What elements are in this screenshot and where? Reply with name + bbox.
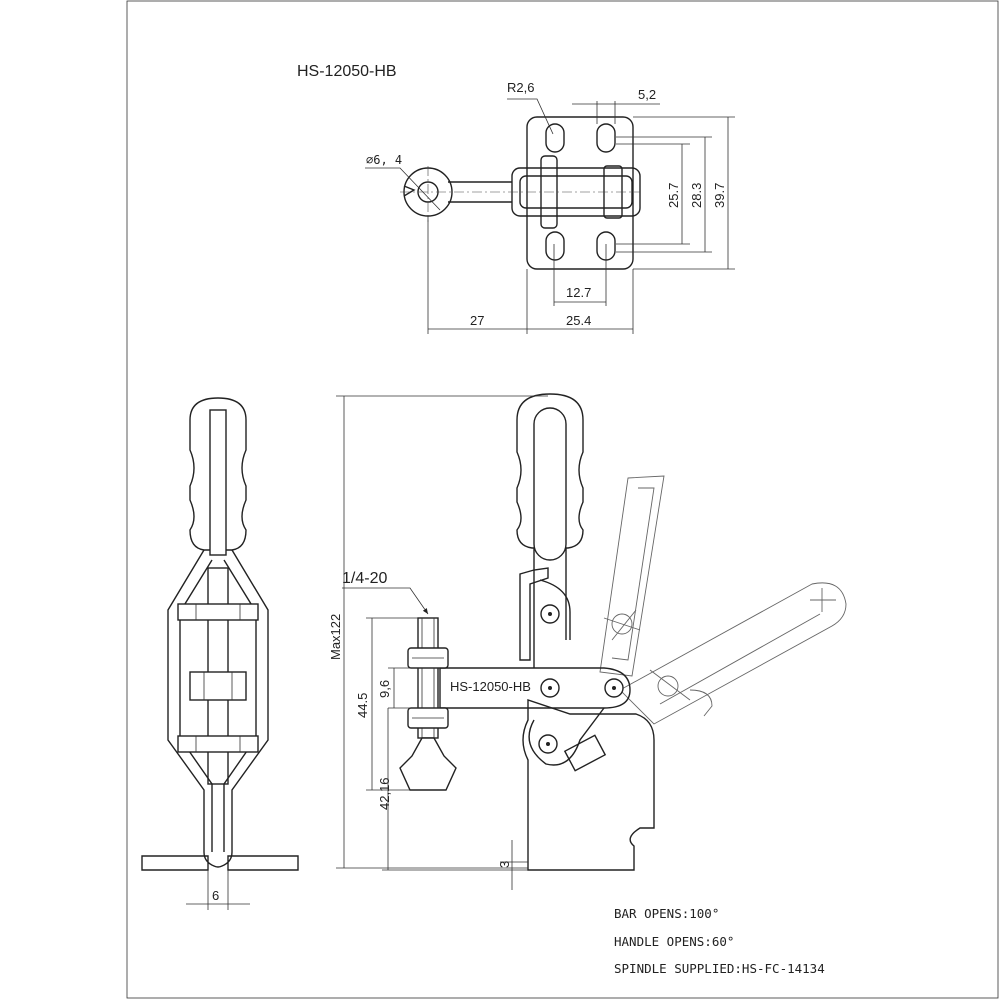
linkage-outer (167, 549, 269, 852)
pivot-pin-center (548, 686, 552, 690)
ghost-pin (657, 675, 679, 697)
toggle-link (528, 579, 605, 766)
dim-39-7: 39.7 (712, 183, 727, 208)
page-border (126, 0, 999, 999)
dim-6: 6 (212, 888, 219, 903)
mount-slot (545, 123, 565, 153)
base-plate-outline (526, 116, 634, 270)
side-handle-core (533, 407, 567, 561)
ghost-bar (619, 582, 847, 725)
spindle-tip (399, 737, 457, 791)
ghost-detail (603, 588, 836, 717)
side-handle-grip (516, 393, 584, 549)
thread-label: 1/4-20 (342, 570, 387, 587)
dimension-lines (427, 216, 634, 334)
dimension-lines (186, 870, 250, 910)
radius-label: R2,6 (507, 80, 534, 95)
dimension-lines (616, 116, 735, 270)
pivot-pin-center (548, 612, 552, 616)
mount-slot (596, 123, 616, 153)
pivot-pin (189, 671, 247, 701)
dimension-lines (500, 840, 528, 890)
note-spindle: SPINDLE SUPPLIED:HS-FC-14134 (614, 961, 825, 976)
arm-outline (448, 181, 512, 203)
spindle-nut-lines (412, 657, 444, 719)
open-position-ghost (599, 475, 847, 725)
dim-25-7: 25.7 (666, 183, 681, 208)
dim-27: 27 (470, 313, 484, 328)
pivot-pin (177, 735, 259, 753)
clamp-bar-inner (519, 175, 633, 209)
ghost-pin (611, 613, 633, 635)
notes-block: BAR OPENS:100° HANDLE OPENS:60° SPINDLE … (614, 906, 825, 976)
base-flange (141, 851, 299, 871)
front-view: 6 (141, 397, 299, 910)
dim-max122: Max122 (328, 614, 343, 660)
dim-42-16: 42,16 (377, 777, 392, 810)
radius-leader (507, 98, 554, 135)
lever-hook (519, 567, 549, 661)
top-view: 25.7 28.3 39.7 5,2 R2,6 ⌀6, 4 12.7 27 25… (365, 80, 735, 334)
dim-28-3: 28.3 (689, 183, 704, 208)
side-view: HS-12050-HB 1/4-20 Max122 44.5 9,6 (328, 393, 847, 890)
arm-label: HS-12050-HB (450, 679, 531, 694)
pivot-pin-center (546, 742, 550, 746)
dim-5-2: 5,2 (638, 87, 656, 102)
pivot-pin-center (612, 686, 616, 690)
handle-core (209, 409, 227, 556)
spindle-notch (403, 185, 416, 197)
dimension-lines (336, 395, 548, 869)
mount-slot (545, 231, 565, 261)
dim-12-7: 12.7 (566, 285, 591, 300)
dim-3: 3 (497, 861, 512, 868)
note-handle-opens: HANDLE OPENS:60° (614, 934, 734, 949)
pin-detail (195, 604, 241, 752)
dimension-lines (388, 667, 440, 709)
pivot-pin (177, 603, 259, 621)
diameter-leader (365, 167, 441, 211)
side-handle-shaft (533, 548, 567, 668)
dim-25-4: 25.4 (566, 313, 591, 328)
note-bar-opens: BAR OPENS:100° (614, 906, 719, 921)
drawing-title: HS-12050-HB (297, 63, 397, 80)
clamp-arm (439, 667, 631, 709)
diameter-label: ⌀6, 4 (366, 153, 402, 167)
stop-block (563, 734, 607, 772)
dim-44-5: 44.5 (355, 693, 370, 718)
ghost-handle (599, 475, 665, 677)
dim-9-6: 9,6 (377, 680, 392, 698)
body-outline (522, 699, 655, 871)
dimension-lines (382, 708, 528, 871)
dimension-lines (572, 101, 660, 124)
handle-grip-outline (189, 397, 247, 551)
thread-leader (342, 587, 429, 615)
